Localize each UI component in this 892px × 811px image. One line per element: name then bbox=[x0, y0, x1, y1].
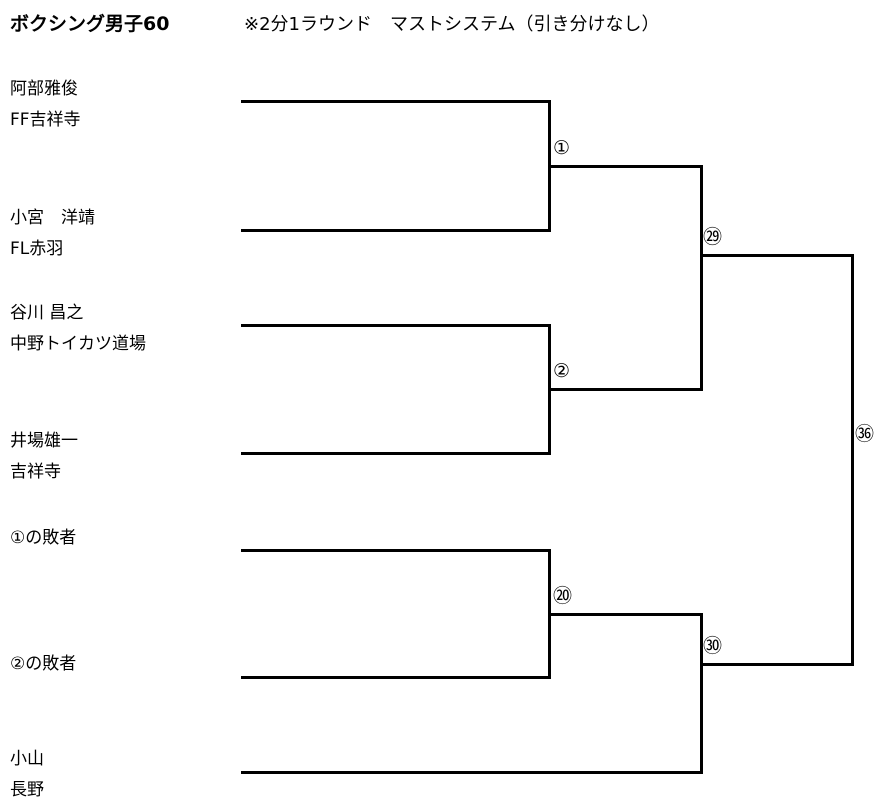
competitor-team: 長野 bbox=[10, 780, 44, 800]
competitor-name: ②の敗者 bbox=[10, 654, 77, 674]
competitor-name: 阿部雅俊 bbox=[10, 79, 78, 99]
bracket-line-slot-7 bbox=[241, 771, 703, 774]
entry-slot-7: 小山 長野 bbox=[10, 744, 235, 806]
event-rules-note: ※2分1ラウンド マストシステム（引き分けなし） bbox=[244, 14, 660, 35]
competitor-name: ①の敗者 bbox=[10, 528, 77, 548]
competitor-team: 吉祥寺 bbox=[10, 462, 61, 482]
competitor-name: 小宮 洋靖 bbox=[10, 208, 95, 228]
entry-slot-4: 井場雄一 吉祥寺 bbox=[10, 426, 235, 488]
entry-slot-3: 谷川 昌之 中野トイカツ道場 bbox=[10, 298, 235, 360]
bracket-line-slot-2 bbox=[241, 229, 551, 232]
entry-slot-1: 阿部雅俊 FF吉祥寺 bbox=[10, 74, 235, 136]
bout-number-36: ㊱ bbox=[855, 423, 875, 445]
bracket-line-bout-1-winner bbox=[548, 165, 703, 168]
bout-number-2: ② bbox=[553, 360, 571, 382]
bout-number-20: ⑳ bbox=[553, 585, 573, 607]
entry-slot-5: ①の敗者 bbox=[10, 523, 235, 554]
bout-number-29: ㉙ bbox=[703, 226, 723, 248]
competitor-name: 谷川 昌之 bbox=[10, 303, 84, 323]
bout-number-30: ㉚ bbox=[703, 635, 723, 657]
bout-number-1: ① bbox=[553, 137, 571, 159]
bracket-connector-bout-36 bbox=[851, 254, 854, 666]
competitor-team: FL赤羽 bbox=[10, 239, 64, 259]
bracket-connector-bout-30 bbox=[700, 613, 703, 774]
entry-slot-2: 小宮 洋靖 FL赤羽 bbox=[10, 203, 235, 265]
bracket-line-bout-20-winner bbox=[548, 613, 703, 616]
bracket-line-bout-29-winner bbox=[700, 254, 854, 257]
bracket-line-bout-2-winner bbox=[548, 388, 703, 391]
bracket-header: ボクシング男子60 ※2分1ラウンド マストシステム（引き分けなし） bbox=[0, 0, 892, 46]
competitor-name: 井場雄一 bbox=[10, 431, 78, 451]
competitor-team: 中野トイカツ道場 bbox=[10, 334, 146, 354]
competitor-team: FF吉祥寺 bbox=[10, 110, 81, 130]
competitor-name: 小山 bbox=[10, 749, 44, 769]
bracket-connector-bout-29 bbox=[700, 165, 703, 391]
bracket-line-slot-4 bbox=[241, 452, 551, 455]
bracket-line-slot-5 bbox=[241, 549, 551, 552]
bracket-line-slot-3 bbox=[241, 324, 551, 327]
entry-slot-6: ②の敗者 bbox=[10, 649, 235, 680]
bracket-line-slot-6 bbox=[241, 676, 551, 679]
page-title: ボクシング男子60 bbox=[10, 13, 170, 35]
bracket-line-bout-30-winner bbox=[700, 663, 854, 666]
bracket-line-slot-1 bbox=[241, 100, 551, 103]
